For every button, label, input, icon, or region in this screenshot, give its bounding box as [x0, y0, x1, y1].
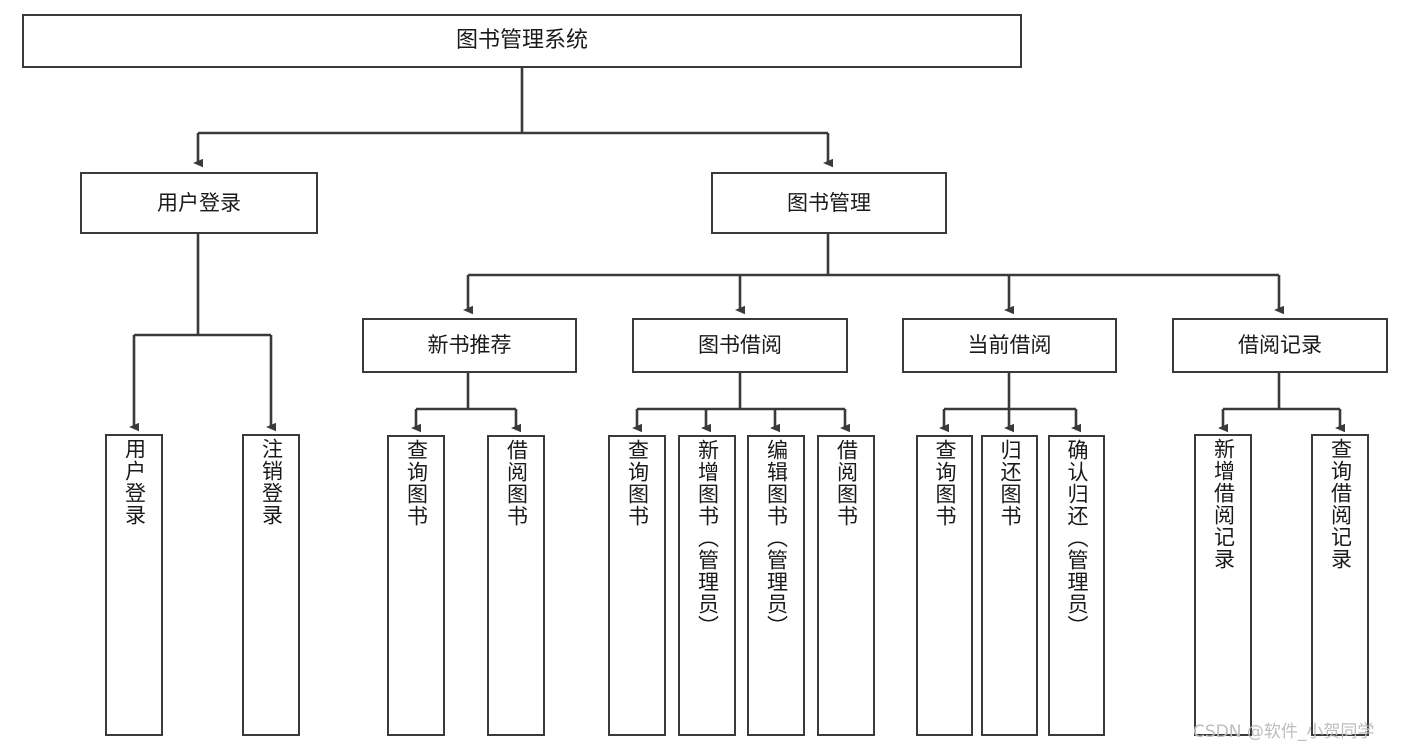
leaf-current-confirm-return-admin[interactable]: 确认归还（管理员） — [1048, 435, 1105, 736]
node-label: 图书管理系统 — [455, 28, 588, 54]
node-label: 确认归还（管理员） — [1065, 439, 1089, 637]
leaf-new-book-query[interactable]: 查询图书 — [387, 435, 445, 736]
node-new-book-recommend[interactable]: 新书推荐 — [362, 318, 577, 373]
node-user-login[interactable]: 用户登录 — [80, 172, 318, 234]
node-label: 新增借阅记录 — [1211, 438, 1236, 570]
node-book-management[interactable]: 图书管理 — [711, 172, 947, 234]
leaf-user-login-signout[interactable]: 注销登录 — [242, 434, 300, 736]
leaf-records-query-record[interactable]: 查询借阅记录 — [1311, 434, 1369, 736]
leaf-borrow-edit-book-admin[interactable]: 编辑图书（管理员） — [747, 435, 805, 736]
node-label: 用户登录 — [157, 190, 241, 215]
leaf-borrow-borrow-book[interactable]: 借阅图书 — [817, 435, 875, 736]
node-label: 图书管理 — [787, 190, 871, 215]
leaf-borrow-add-book-admin[interactable]: 新增图书（管理员） — [678, 435, 736, 736]
node-book-borrow[interactable]: 图书借阅 — [632, 318, 848, 373]
node-label: 归还图书 — [998, 439, 1022, 527]
node-label: 注销登录 — [259, 438, 284, 526]
node-current-borrow[interactable]: 当前借阅 — [902, 318, 1117, 373]
node-label: 查询图书 — [404, 439, 429, 527]
csdn-watermark: CSDN @软件_小贺同学 — [1193, 722, 1375, 742]
node-root-system[interactable]: 图书管理系统 — [22, 14, 1022, 68]
node-label: 借阅图书 — [504, 439, 529, 527]
leaf-records-add-record[interactable]: 新增借阅记录 — [1194, 434, 1252, 736]
node-label: 图书借阅 — [698, 333, 782, 358]
node-label: 编辑图书（管理员） — [764, 439, 789, 637]
node-label: 查询图书 — [933, 439, 957, 527]
leaf-new-book-borrow[interactable]: 借阅图书 — [487, 435, 545, 736]
leaf-current-query-book[interactable]: 查询图书 — [916, 435, 973, 736]
node-label: 新书推荐 — [427, 333, 512, 358]
node-label: 新增图书（管理员） — [695, 439, 720, 637]
node-borrow-records[interactable]: 借阅记录 — [1172, 318, 1388, 373]
node-label: 借阅图书 — [834, 439, 859, 527]
node-label: 查询借阅记录 — [1328, 438, 1353, 570]
node-label: 查询图书 — [625, 439, 650, 527]
node-label: 当前借阅 — [967, 333, 1052, 358]
node-label: 用户登录 — [122, 438, 147, 526]
leaf-current-return-book[interactable]: 归还图书 — [981, 435, 1038, 736]
node-label: 借阅记录 — [1238, 333, 1322, 358]
leaf-user-login-signin[interactable]: 用户登录 — [105, 434, 163, 736]
leaf-borrow-query-book[interactable]: 查询图书 — [608, 435, 666, 736]
